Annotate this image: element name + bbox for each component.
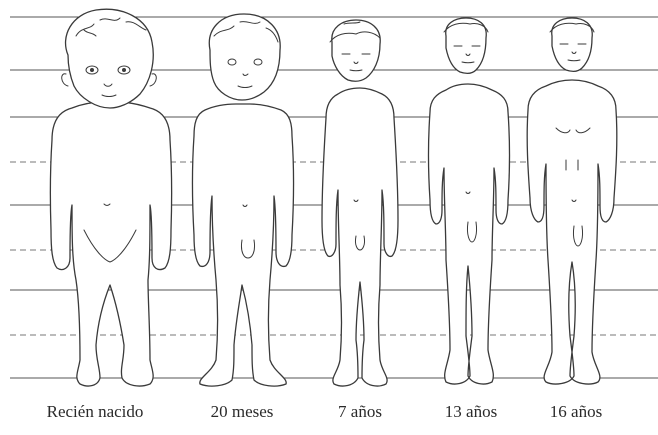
figure-newborn [50,9,171,386]
figure-13-years [429,18,510,384]
label-7-years: 7 años [338,402,382,422]
label-newborn: Recién nacido [47,402,144,422]
label-20-months: 20 meses [211,402,274,422]
label-13-years: 13 años [445,402,497,422]
figure-16-years [527,18,617,384]
label-16-years: 16 años [550,402,602,422]
figure-7-years [322,20,398,386]
